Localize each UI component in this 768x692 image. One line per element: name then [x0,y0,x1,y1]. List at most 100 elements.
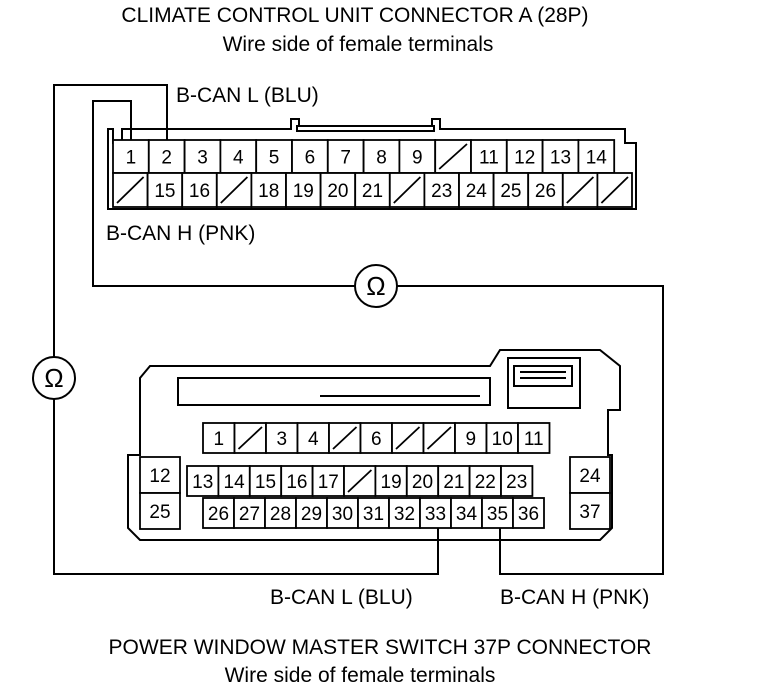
pin-a-11: 11 [470,139,508,174]
pin-a-empty [561,172,599,208]
pin-label: 11 [479,148,499,169]
pin-b-empty [422,422,456,454]
pin-label: 20 [327,181,348,202]
connector-b-latch-inner [513,365,573,387]
pin-label: 21 [443,472,464,493]
pin-a-empty [596,172,633,208]
pin-a-5: 5 [255,139,293,174]
pin-label: 14 [224,472,246,493]
pin-label: 3 [276,429,287,450]
pin-b-12: 12 [139,456,181,494]
pin-label: 28 [270,504,291,525]
pin-b-empty [328,422,362,454]
pin-label: 37 [579,502,600,523]
pin-label: 21 [362,181,383,202]
pin-label: 5 [269,148,280,169]
pin-b-empty [343,465,377,497]
pin-label: 36 [518,504,539,525]
pin-a-2: 2 [147,139,186,174]
pin-b-30: 30 [326,497,359,529]
pin-a-24: 24 [458,172,495,208]
pin-a-12: 12 [505,139,544,174]
pin-a-1: 1 [112,139,150,174]
pin-label: 30 [332,504,353,525]
pin-b-25: 25 [139,492,181,530]
pin-b-37: 37 [569,492,611,530]
ohmmeter-right: Ω [354,264,398,308]
pin-a-empty [434,139,472,174]
pin-a-empty [215,172,253,208]
pin-label: 17 [318,472,339,493]
pin-b-22: 22 [468,465,502,497]
pin-label: 7 [340,148,351,169]
pin-label: 26 [535,181,556,202]
pin-b-6: 6 [359,422,393,454]
bottom-title: POWER WINDOW MASTER SWITCH 37P CONNECTOR [109,636,652,659]
pin-b-35: 35 [481,497,514,529]
ccu-can-l-label: B-CAN L (BLU) [176,84,319,107]
pin-label: 12 [514,148,535,169]
ohm-symbol-right: Ω [366,271,385,301]
pin-b-28: 28 [264,497,297,529]
wire-can-l [53,84,439,575]
pin-a-13: 13 [541,139,580,174]
pin-b-24: 24 [569,456,611,494]
pin-b-13: 13 [186,465,220,497]
connector-b-latch-lines [520,371,566,379]
pin-label: 13 [550,148,571,169]
pin-label: 19 [293,181,314,202]
pin-a-8: 8 [362,139,401,174]
pin-a-16: 16 [181,172,218,208]
pin-label: 25 [149,502,170,523]
pin-b-26: 26 [202,497,235,529]
pin-label: 24 [579,466,601,487]
pin-b-31: 31 [357,497,390,529]
pin-label: 14 [586,148,608,169]
pin-a-26: 26 [527,172,564,208]
pin-a-18: 18 [250,172,287,208]
pin-label: 1 [126,148,137,169]
pin-label: 16 [286,472,307,493]
pin-label: 19 [381,472,402,493]
pin-label: 18 [258,181,279,202]
pwms-can-h-label: B-CAN H (PNK) [500,586,649,609]
pin-label: 26 [208,504,229,525]
connector-b-key [177,377,491,406]
pin-label: 20 [412,472,433,493]
pin-a-19: 19 [285,172,322,208]
pin-a-3: 3 [183,139,222,174]
pin-b-empty [391,422,425,454]
pin-b-23: 23 [500,465,534,497]
top-title: CLIMATE CONTROL UNIT CONNECTOR A (28P) [121,4,588,27]
connector-b [127,349,621,541]
pin-a-20: 20 [319,172,357,208]
pin-b-29: 29 [295,497,328,529]
pin-b-34: 34 [450,497,483,529]
pin-label: 11 [524,429,544,450]
pin-a-25: 25 [492,172,530,208]
pin-b-20: 20 [405,465,440,497]
pin-label: 4 [233,148,244,169]
pin-label: 3 [197,148,208,169]
pin-a-empty [388,172,426,208]
top-subtitle: Wire side of female terminals [223,33,494,56]
pin-label: 9 [412,148,423,169]
pin-b-3: 3 [265,422,299,454]
pin-label: 24 [466,181,488,202]
pin-label: 29 [301,504,322,525]
pin-b-16: 16 [280,465,314,497]
pin-label: 4 [308,429,319,450]
pin-label: 12 [149,466,170,487]
pin-label: 23 [506,472,527,493]
pin-label: 22 [475,472,496,493]
pin-b-14: 14 [217,465,251,497]
pin-a-9: 9 [398,139,437,174]
pin-label: 35 [487,504,508,525]
pin-label: 1 [213,429,224,450]
pin-label: 6 [305,148,316,169]
pin-label: 2 [161,148,172,169]
pin-label: 27 [239,504,260,525]
connector-a-lock-tab [296,125,435,132]
pin-b-9: 9 [454,422,488,454]
